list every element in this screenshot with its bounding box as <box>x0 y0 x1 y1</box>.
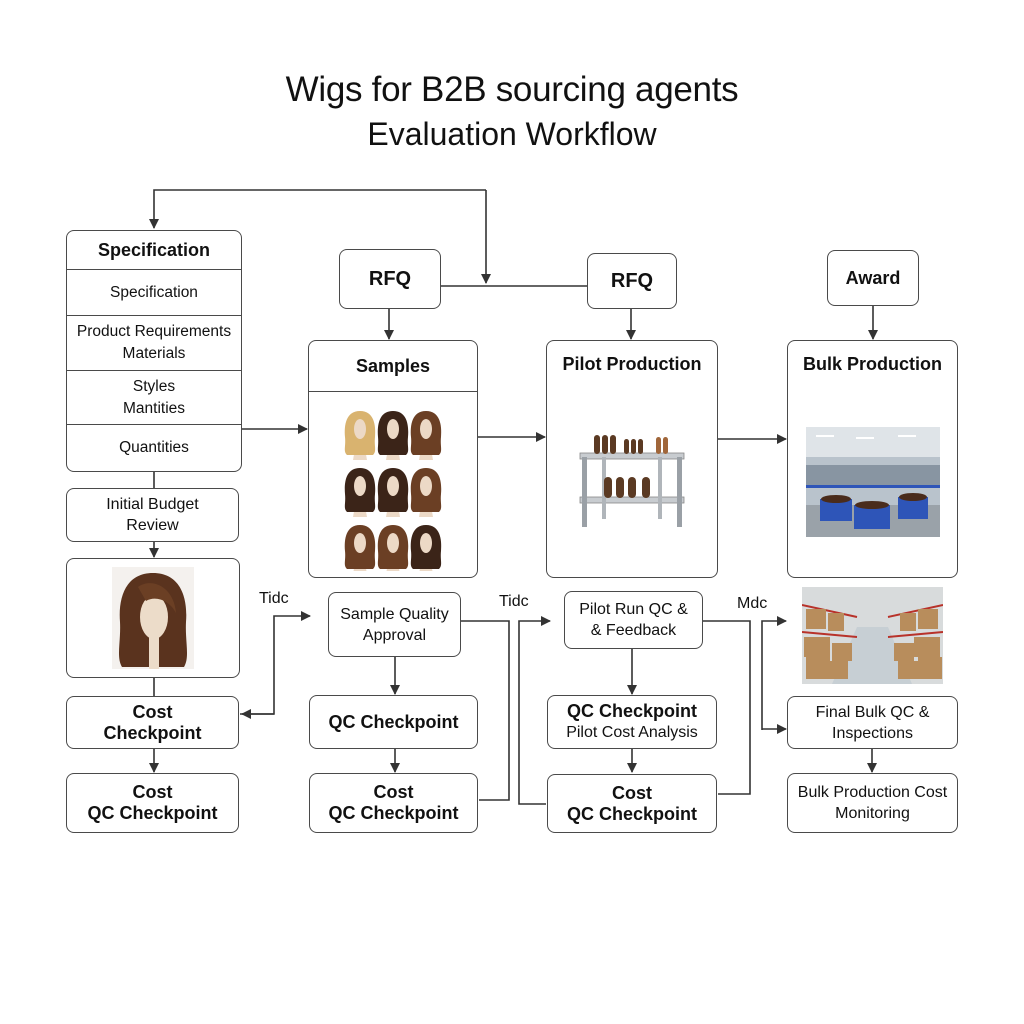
spec-row: Quantities <box>67 424 241 471</box>
spec-row-text: Specification <box>110 283 198 301</box>
box-label: RFQ <box>610 269 654 292</box>
box-label-line: Approval <box>362 626 427 644</box>
box-label-line: Bulk Production Cost <box>797 784 948 801</box>
box-label-line: Pilot Run QC & <box>579 601 688 618</box>
wig-sample <box>344 410 376 460</box>
box-label: Award <box>845 267 901 288</box>
panel-title: Pilot Production <box>562 353 702 374</box>
box-label-line: Cost <box>373 782 414 802</box>
connector-top-loop-to-spec <box>149 189 486 229</box>
box-label: QC Checkpoint <box>328 711 459 732</box>
specification-table[interactable]: Specification Specification Product Requ… <box>66 230 242 472</box>
box-label-line: Monitoring <box>835 805 910 822</box>
pilot-production-panel[interactable]: Pilot Production <box>546 340 718 578</box>
wig-sample <box>344 524 376 571</box>
warehouse-photo <box>801 587 944 684</box>
spec-row: Product Requirements Materials <box>67 315 241 370</box>
box-label-line: QC Checkpoint <box>87 803 218 823</box>
box-label-line: Final Bulk QC & <box>815 703 930 721</box>
wig-sample <box>377 467 409 517</box>
wig-sample <box>377 524 409 571</box>
rfq-box-1[interactable]: RFQ <box>339 249 441 309</box>
spec-row-text: Materials <box>122 345 186 362</box>
bulk-production-panel[interactable]: Bulk Production <box>787 340 958 578</box>
connector-tidc-1 <box>240 611 311 715</box>
box-label-line: QC Checkpoint <box>566 701 697 721</box>
panel-title: Samples <box>309 341 477 392</box>
rfq-box-2[interactable]: RFQ <box>587 253 677 309</box>
spec-row-text: Quantities <box>119 439 189 456</box>
cost-qc-checkpoint-box-2[interactable]: Cost QC Checkpoint <box>309 773 478 833</box>
wig-sample <box>377 410 409 460</box>
samples-image-area <box>309 392 477 577</box>
cost-qc-checkpoint-box-3[interactable]: Cost QC Checkpoint <box>547 774 717 833</box>
cost-checkpoint-box[interactable]: Cost Checkpoint <box>66 696 239 749</box>
box-label-line: Cost <box>612 782 652 803</box>
cost-qc-checkpoint-box-1[interactable]: Cost QC Checkpoint <box>66 773 239 833</box>
edge-label-tidc-2: Tidc <box>499 593 529 610</box>
spec-row: Styles Mantities <box>67 370 241 424</box>
spec-table-header: Specification <box>97 240 211 260</box>
samples-panel[interactable]: Samples <box>308 340 478 578</box>
box-label-line: Cost <box>132 782 173 802</box>
spec-row-text: Mantities <box>122 399 186 417</box>
bulk-production-factory-photo <box>805 427 940 537</box>
sample-quality-approval-box[interactable]: Sample Quality Approval <box>328 592 461 657</box>
pilot-image-area <box>547 387 717 577</box>
wig-sample <box>410 467 442 517</box>
qc-checkpoint-pilot-cost-box[interactable]: QC Checkpoint Pilot Cost Analysis <box>547 695 717 749</box>
pilot-production-rack-photo <box>579 435 685 527</box>
box-label: Initial Budget Review <box>106 496 199 534</box>
diagram-title: Wigs for B2B sourcing agents <box>285 70 739 109</box>
wig-image-box[interactable] <box>66 558 240 678</box>
wig-on-mannequin-photo <box>112 567 194 669</box>
wig-sample <box>410 524 442 571</box>
wig-sample <box>410 410 442 460</box>
diagram-subtitle: Evaluation Workflow <box>367 116 657 152</box>
edge-label-mdc: Mdc <box>737 595 768 612</box>
initial-budget-review-box[interactable]: Initial Budget Review <box>66 488 239 542</box>
box-label-line: Pilot Cost Analysis <box>566 724 698 741</box>
warehouse-image <box>801 587 944 684</box>
box-label-line: Sample Quality <box>340 605 449 623</box>
panel-title: Bulk Production <box>803 353 942 374</box>
edge-label-tidc-1: Tidc <box>259 590 289 607</box>
wig-sample <box>344 467 376 517</box>
pilot-run-qc-feedback-box[interactable]: Pilot Run QC & & Feedback <box>564 591 703 649</box>
spec-row-text: Styles <box>132 377 176 395</box>
box-label-line: QC Checkpoint <box>566 803 697 824</box>
connector-tidc-2 <box>518 616 551 805</box>
spec-row: Specification <box>67 269 241 315</box>
box-label-line: Inspections <box>832 724 913 742</box>
spec-row-text: Product Requirements <box>76 323 232 340</box>
box-label-line: QC Checkpoint <box>328 803 459 823</box>
award-box[interactable]: Award <box>827 250 919 306</box>
box-label-line: Checkpoint <box>103 722 202 743</box>
wig-samples-grid-photo <box>344 410 442 571</box>
bulk-cost-monitoring-box[interactable]: Bulk Production Cost Monitoring <box>787 773 958 833</box>
connector-mdc <box>761 616 787 730</box>
final-bulk-qc-box[interactable]: Final Bulk QC & Inspections <box>787 696 958 749</box>
box-label: RFQ <box>368 267 412 290</box>
box-label-line: & Feedback <box>590 622 677 639</box>
qc-checkpoint-box-2[interactable]: QC Checkpoint <box>309 695 478 749</box>
box-label-line: Cost <box>132 701 173 722</box>
bulk-image-area <box>788 387 957 577</box>
